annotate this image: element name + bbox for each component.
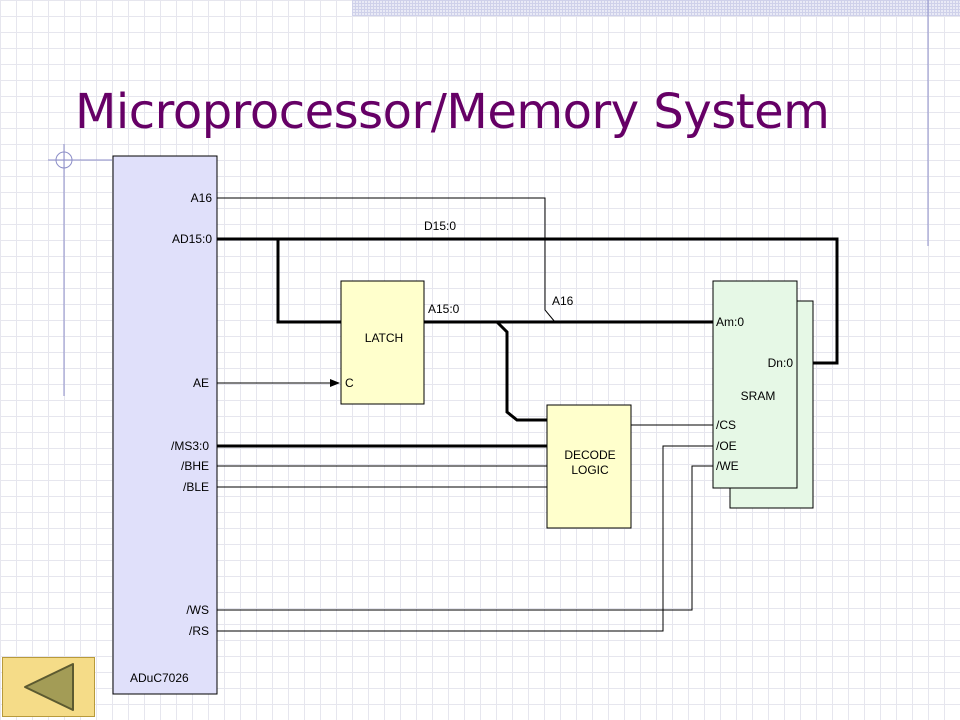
sram-data-pin-label: Dn:0	[768, 356, 794, 370]
pin-bhe-label: /BHE	[181, 459, 209, 473]
pin-a16-label: A16	[191, 191, 213, 205]
back-button[interactable]	[2, 657, 95, 717]
latch-clock-pin-label: C	[345, 376, 354, 390]
a16-bus-label: A16	[552, 294, 574, 308]
sram-block	[712, 280, 798, 489]
cpu-block	[112, 155, 218, 695]
bus-latch-input	[276, 239, 341, 324]
sram-oe-pin-label: /OE	[716, 439, 737, 453]
bus-decode-address	[495, 320, 547, 422]
sram-name-label: SRAM	[741, 389, 776, 403]
cpu-name-label: ADuC7026	[130, 671, 189, 685]
pin-ad-label: AD15:0	[172, 232, 212, 246]
address-bus-label: A15:0	[428, 302, 460, 316]
sram-addr-pin-label: Am:0	[716, 315, 744, 329]
top-decoration-band	[352, 0, 960, 16]
slide-title: Microprocessor/Memory System	[75, 84, 830, 140]
wire-a16	[217, 197, 556, 323]
pin-rs-label: /RS	[189, 624, 209, 638]
decode-label-line1: DECODE	[564, 448, 615, 462]
data-bus-label: D15:0	[424, 219, 456, 233]
bus-data	[217, 237, 839, 365]
pin-ae-label: AE	[193, 376, 209, 390]
wire-rs-oe	[217, 445, 713, 632]
left-triangle-icon	[24, 663, 74, 711]
wire-ws-we	[217, 465, 713, 611]
sram-cs-pin-label: /CS	[716, 418, 736, 432]
pin-ble-label: /BLE	[183, 480, 209, 494]
latch-block	[340, 280, 425, 405]
latch-name-label: LATCH	[365, 331, 403, 345]
pin-ws-label: /WS	[186, 603, 209, 617]
sram-we-pin-label: /WE	[716, 459, 739, 473]
guide-circle	[55, 151, 73, 169]
decode-label-line2: LOGIC	[571, 463, 609, 477]
decode-block	[546, 404, 632, 529]
pin-ms-label: /MS3:0	[171, 439, 209, 453]
